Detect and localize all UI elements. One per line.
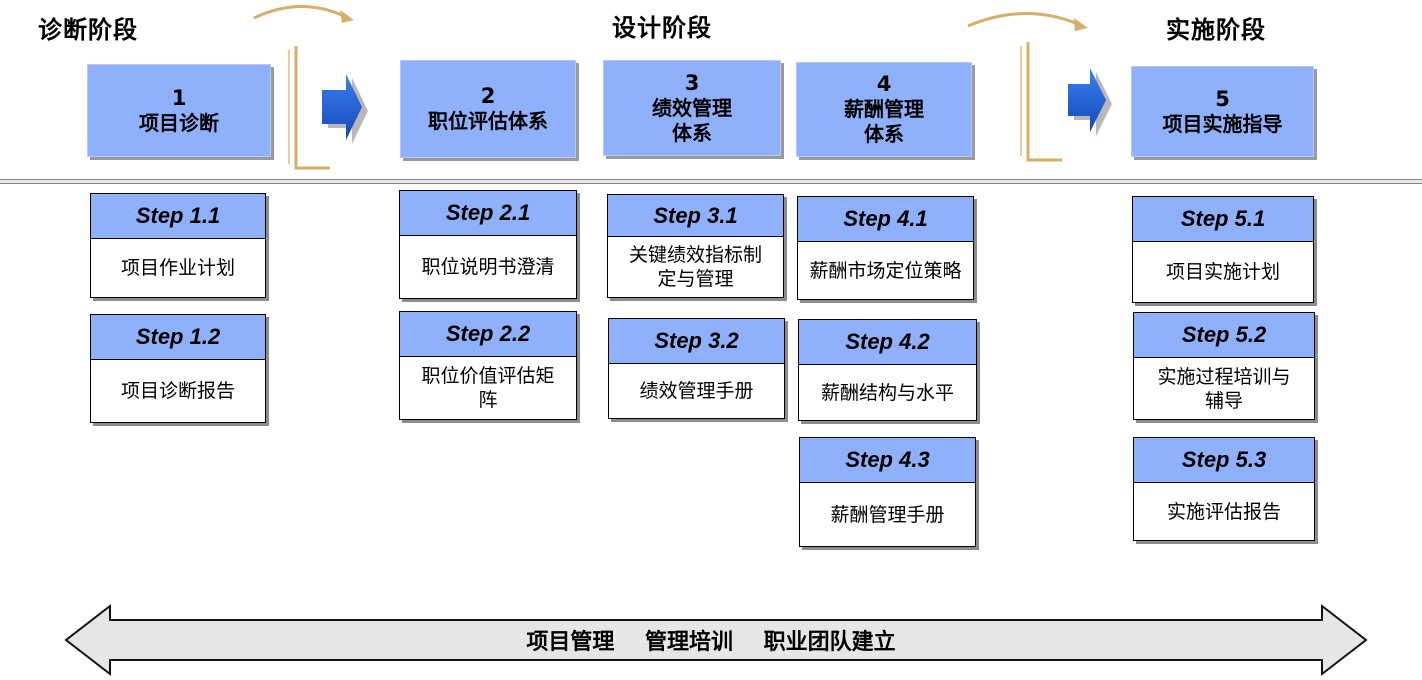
step-label: Step 4.2 [799, 320, 976, 365]
phase-name: 项目诊断 [139, 110, 219, 135]
curved-arrow-1 [253, 5, 345, 20]
block-arrow-1 [322, 74, 362, 140]
phase-box-5: 5 项目实施指导 [1131, 66, 1314, 157]
step-label: Step 2.2 [400, 312, 576, 357]
phase-title-diagnosis: 诊断阶段 [38, 16, 138, 44]
step-text: 实施评估报告 [1166, 500, 1281, 523]
phase-name: 薪酬管理 体系 [844, 97, 924, 146]
bottom-banner-text: 项目管理 管理培训 职业团队建立 [526, 630, 896, 655]
banner-arrow-shape [64, 603, 1368, 677]
phase-number: 2 [480, 84, 496, 108]
step-card-1-1: Step 1.1 项目作业计划 [90, 193, 266, 298]
step-card-3-2: Step 3.2 绩效管理手册 [608, 318, 785, 419]
step-text: 实施过程培训与辅导 [1157, 365, 1291, 412]
phase-title-implementation: 实施阶段 [1166, 16, 1266, 44]
step-card-5-1: Step 5.1 项目实施计划 [1132, 196, 1314, 303]
stage-divider [0, 179, 1422, 184]
step-text: 薪酬管理手册 [830, 503, 945, 526]
bracket-2 [1026, 42, 1062, 162]
phase-name: 绩效管理 体系 [652, 95, 732, 145]
curved-arrow-2-head [1074, 18, 1088, 31]
phase-arrows [322, 68, 1112, 144]
phase-box-4: 4 薪酬管理 体系 [796, 62, 972, 157]
curved-arrow-2 [967, 12, 1079, 28]
curved-arrows [253, 5, 1088, 31]
phase-number: 5 [1215, 86, 1230, 111]
phase-name: 项目实施指导 [1162, 111, 1283, 136]
step-label: Step 5.3 [1134, 438, 1314, 483]
phase-box-1: 1 项目诊断 [87, 64, 271, 157]
step-label: Step 5.2 [1134, 313, 1314, 358]
step-card-4-2: Step 4.2 薪酬结构与水平 [798, 319, 977, 421]
step-label: Step 1.2 [91, 315, 265, 360]
phase-box-3: 3 绩效管理 体系 [603, 60, 781, 156]
step-card-5-2: Step 5.2 实施过程培训与辅导 [1133, 312, 1315, 420]
step-card-5-3: Step 5.3 实施评估报告 [1133, 437, 1315, 541]
step-card-1-2: Step 1.2 项目诊断报告 [90, 314, 266, 423]
phase-box-2: 2 职位评估体系 [400, 60, 576, 158]
step-text: 薪酬结构与水平 [820, 381, 954, 404]
phase-number: 1 [171, 85, 187, 110]
step-text: 职位说明书澄清 [421, 256, 555, 278]
curved-arrow-1-head [340, 10, 354, 23]
phase-number: 4 [876, 72, 892, 96]
step-text: 项目作业计划 [120, 257, 235, 279]
phase-name: 职位评估体系 [428, 109, 548, 133]
step-label: Step 5.1 [1133, 197, 1313, 242]
step-text: 关键绩效指标制定与管理 [628, 244, 762, 290]
step-text: 项目实施计划 [1165, 261, 1280, 283]
step-text: 薪酬市场定位策略 [809, 259, 962, 282]
step-label: Step 4.3 [800, 438, 975, 483]
phase-title-design: 设计阶段 [612, 14, 712, 42]
bottom-banner-arrow [64, 603, 1368, 677]
block-arrow-2 [1068, 68, 1106, 132]
step-label: Step 3.1 [608, 195, 783, 237]
step-text: 绩效管理手册 [639, 380, 754, 402]
step-label: Step 3.2 [609, 319, 784, 364]
step-text: 职位价值评估矩阵 [421, 365, 555, 411]
step-label: Step 2.1 [400, 191, 576, 236]
step-text: 项目诊断报告 [120, 380, 235, 402]
step-label: Step 1.1 [91, 194, 265, 239]
step-card-4-3: Step 4.3 薪酬管理手册 [799, 437, 976, 547]
phase-number: 3 [684, 70, 700, 95]
step-card-2-2: Step 2.2 职位价值评估矩阵 [399, 311, 577, 420]
phase-brackets [288, 42, 1062, 170]
step-card-3-1: Step 3.1 关键绩效指标制定与管理 [607, 194, 784, 298]
step-card-2-1: Step 2.1 职位说明书澄清 [399, 190, 577, 299]
step-card-4-1: Step 4.1 薪酬市场定位策略 [797, 196, 974, 300]
step-label: Step 4.1 [798, 197, 973, 242]
bracket-1 [294, 46, 330, 170]
